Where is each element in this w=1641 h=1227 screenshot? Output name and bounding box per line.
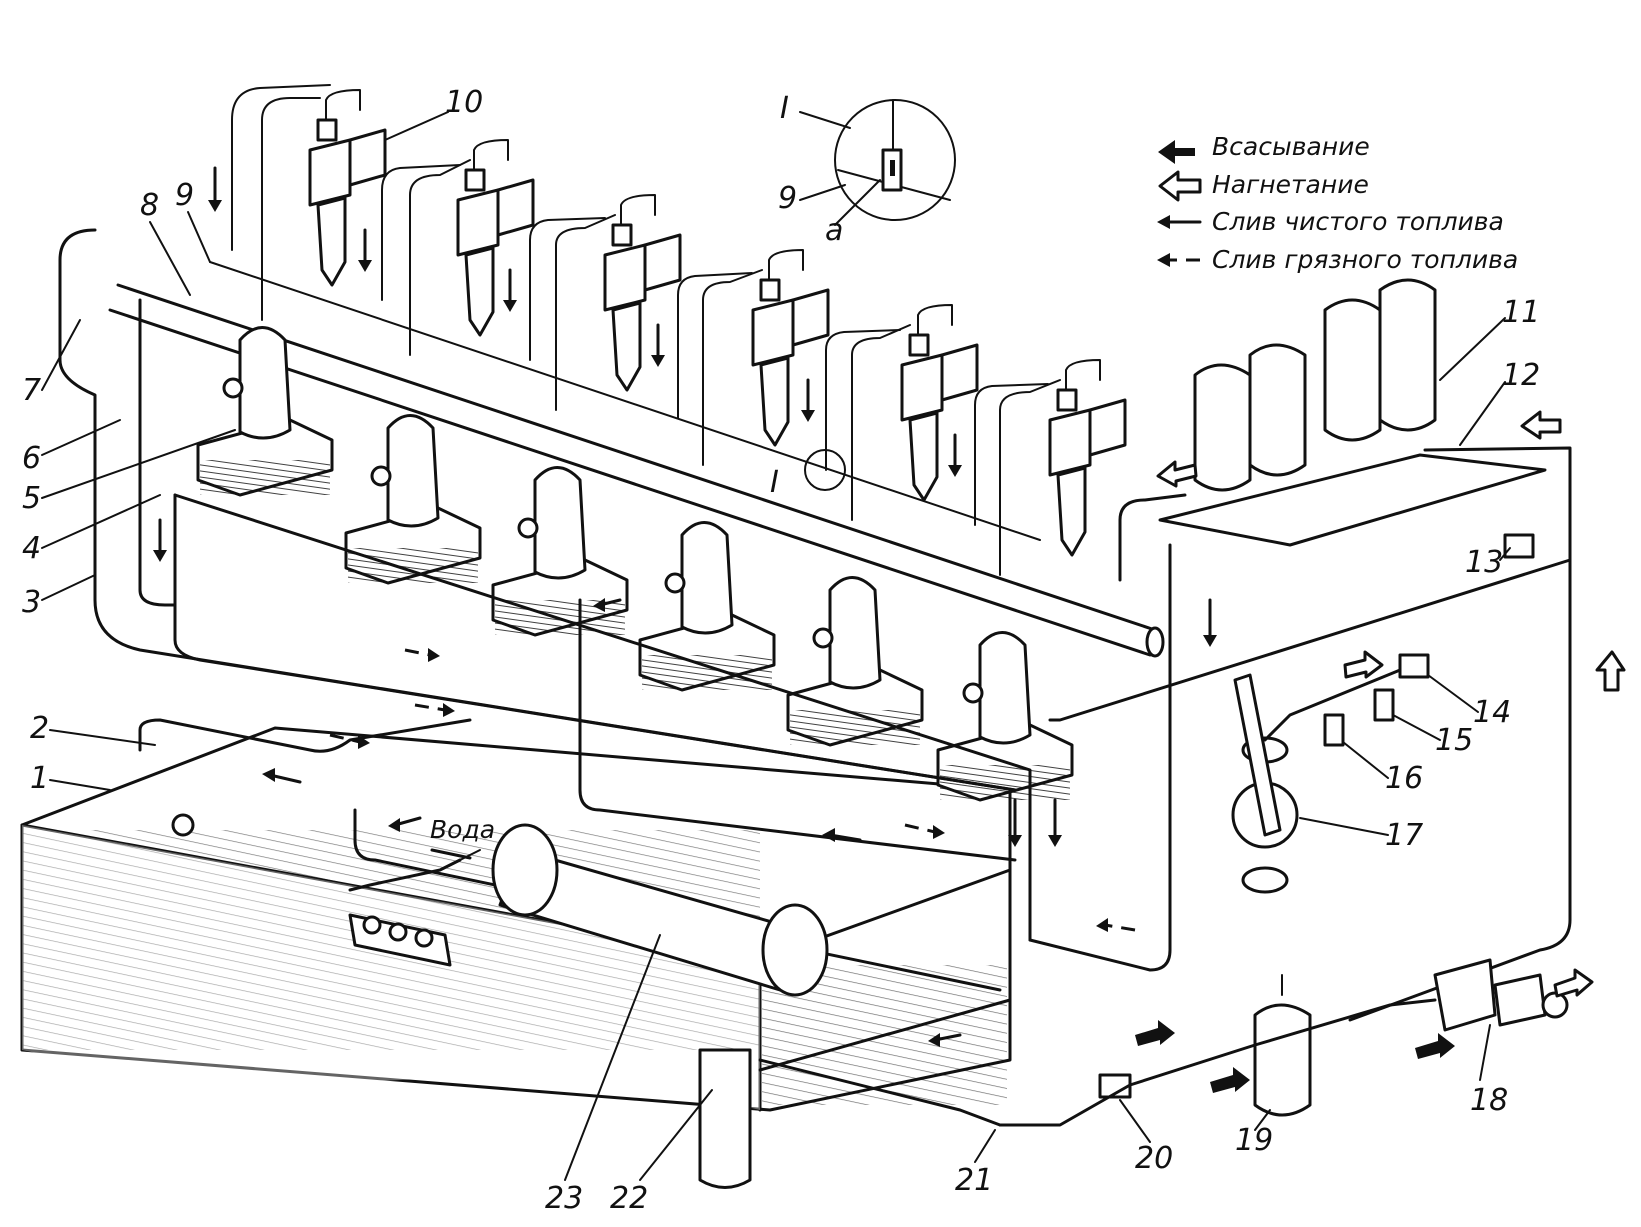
pump-unit-1 xyxy=(196,326,334,497)
callout-10: 10 xyxy=(445,85,483,120)
legend-suction: Всасывание xyxy=(1212,132,1370,161)
legend-clean-return: Слив чистого топлива xyxy=(1212,207,1504,236)
high-pressure-lines xyxy=(231,84,1061,576)
water-arrow xyxy=(430,848,472,860)
injector-5 xyxy=(900,304,979,502)
fuel-tank xyxy=(20,726,1012,1112)
pump-unit-6 xyxy=(936,631,1074,802)
booster-pump xyxy=(1433,958,1569,1032)
injector-4 xyxy=(751,249,830,447)
injector-3 xyxy=(603,194,682,392)
fine-filters xyxy=(1158,278,1547,547)
pump-unit-4 xyxy=(638,521,776,692)
legend-discharge: Нагнетание xyxy=(1212,170,1369,199)
callout-2: 2 xyxy=(30,711,49,746)
callout-14: 14 xyxy=(1473,695,1511,730)
water-label: Вода xyxy=(430,815,495,844)
legend: Всасывание Нагнетание Слив чистого топли… xyxy=(1157,132,1518,274)
fuel-heater xyxy=(348,823,829,997)
injector-2 xyxy=(456,139,535,337)
callout-4: 4 xyxy=(22,531,41,566)
pump-unit-2 xyxy=(344,414,482,585)
callout-13: 13 xyxy=(1465,545,1503,580)
valves xyxy=(1263,533,1535,747)
callout-5: 5 xyxy=(22,481,41,516)
injectors xyxy=(308,89,1127,557)
terminal-block xyxy=(348,913,452,967)
feed-pipe xyxy=(1048,446,1572,722)
return-lines xyxy=(58,228,1572,1072)
detail-inset xyxy=(834,99,956,221)
detail-circle-small xyxy=(804,449,846,491)
callout-19: 19 xyxy=(1235,1123,1273,1158)
callout-15: 15 xyxy=(1435,723,1473,758)
discharge-arrow-icon xyxy=(1158,170,1202,202)
hand-priming-pump xyxy=(1231,673,1299,894)
pump-unit-3 xyxy=(491,466,629,637)
callout-20: 20 xyxy=(1135,1141,1173,1176)
drain-line-9 xyxy=(209,261,1041,541)
callout-1: 1 xyxy=(30,761,49,796)
detail-mark-main: I xyxy=(770,465,779,500)
callout-7: 7 xyxy=(22,373,41,408)
sediment-cup xyxy=(698,1048,752,1189)
callout-17: 17 xyxy=(1385,818,1423,853)
injector-6 xyxy=(1048,359,1127,557)
callout-11: 11 xyxy=(1502,295,1540,330)
callout-12: 12 xyxy=(1502,358,1540,393)
callout-3: 3 xyxy=(22,585,41,620)
suction-arrow-icon xyxy=(1158,140,1195,164)
callout-18: 18 xyxy=(1470,1083,1508,1118)
callouts: 1 2 3 4 5 6 7 8 9 10 11 12 13 14 15 16 1… xyxy=(22,85,1540,1216)
suction-line-tank xyxy=(758,1058,1002,1127)
injector-1 xyxy=(308,89,387,287)
callout-9: 9 xyxy=(175,178,194,213)
callout-16: 16 xyxy=(1385,761,1423,796)
callout-8: 8 xyxy=(140,188,159,223)
suction-line xyxy=(998,998,1437,1127)
detail-mark-inset: I xyxy=(780,91,789,126)
flow-arrows xyxy=(153,166,1626,1093)
pump-unit-5 xyxy=(786,576,924,747)
callout-6: 6 xyxy=(22,441,41,476)
callout-21: 21 xyxy=(955,1163,993,1198)
coarse-filter xyxy=(1253,974,1312,1117)
legend-dirty-return: Слив грязного топлива xyxy=(1212,245,1518,274)
callout-23: 23 xyxy=(545,1181,583,1216)
callout-22: 22 xyxy=(610,1181,648,1216)
detail-9-inset: 9 xyxy=(778,181,797,216)
